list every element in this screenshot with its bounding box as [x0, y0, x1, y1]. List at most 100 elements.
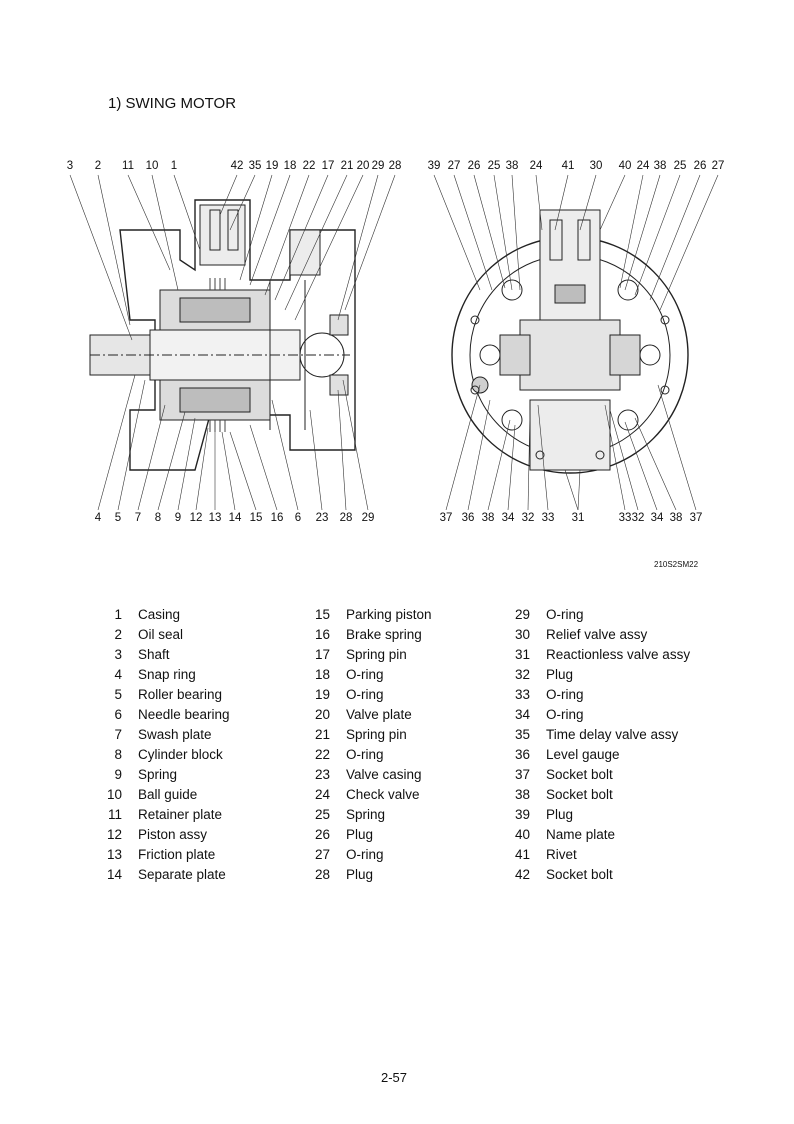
- part-number: 13: [106, 847, 122, 862]
- part-name: Name plate: [546, 827, 616, 842]
- part-number: 9: [114, 767, 122, 782]
- part-name: Plug: [546, 667, 574, 682]
- part-number: 33: [514, 687, 530, 702]
- callout-number: 11: [122, 160, 134, 172]
- part-number: 5: [114, 687, 122, 702]
- part-row: 15 Parking piston: [304, 605, 432, 625]
- part-name: Spring: [138, 767, 178, 782]
- part-name: O-ring: [546, 687, 584, 702]
- part-number: 21: [314, 727, 330, 742]
- part-name: Brake spring: [346, 627, 422, 642]
- callout-number: 6: [294, 512, 302, 524]
- part-number: 32: [514, 667, 530, 682]
- part-number: 8: [114, 747, 122, 762]
- part-number: 7: [114, 727, 122, 742]
- part-number: 15: [314, 607, 330, 622]
- part-number: 28: [314, 867, 330, 882]
- part-name: Socket bolt: [546, 867, 613, 882]
- part-number: 22: [314, 747, 330, 762]
- part-row: 5 Roller bearing: [96, 685, 230, 705]
- callout-number: 7: [134, 512, 142, 524]
- part-number: 24: [314, 787, 330, 802]
- callout-number: 24: [636, 160, 650, 172]
- callout-number: 20: [356, 160, 370, 172]
- callout-number: 38: [481, 512, 495, 524]
- callout-number: 31: [571, 512, 585, 524]
- callout-number: 21: [340, 160, 354, 172]
- part-name: Casing: [138, 607, 181, 622]
- part-name: Oil seal: [138, 627, 184, 642]
- part-row: 32 Plug: [504, 665, 690, 685]
- part-name: Swash plate: [138, 727, 212, 742]
- callout-number: 26: [467, 160, 481, 172]
- part-number: 23: [314, 767, 330, 782]
- callout-number: 42: [230, 160, 244, 172]
- part-number: 26: [314, 827, 330, 842]
- callout-number: 38: [653, 160, 667, 172]
- part-name: Valve casing: [346, 767, 422, 782]
- callout-number: 38: [669, 512, 683, 524]
- leader-lines-right: [433, 174, 719, 510]
- callout-number: 41: [561, 160, 575, 172]
- part-name: Needle bearing: [138, 707, 230, 722]
- callout-number: 9: [174, 512, 182, 524]
- part-row: 39 Plug: [504, 805, 690, 825]
- part-number: 38: [514, 787, 530, 802]
- callout-number: 25: [673, 160, 687, 172]
- leader-lines-left: [69, 174, 396, 510]
- callout-number: 28: [388, 160, 402, 172]
- part-name: Time delay valve assy: [546, 727, 679, 742]
- callout-number: 2: [94, 160, 102, 172]
- part-number: 1: [114, 607, 122, 622]
- callout-number: 33: [618, 512, 632, 524]
- front-view: [451, 209, 689, 474]
- part-name: O-ring: [346, 847, 384, 862]
- section-title: 1) SWING MOTOR: [108, 95, 237, 112]
- part-name: Parking piston: [346, 607, 432, 622]
- part-name: O-ring: [346, 747, 384, 762]
- part-name: Valve plate: [346, 707, 412, 722]
- part-number: 4: [114, 667, 122, 682]
- part-name: O-ring: [546, 707, 584, 722]
- part-number: 39: [514, 807, 530, 822]
- part-row: 22 O-ring: [304, 745, 432, 765]
- part-number: 3: [114, 647, 122, 662]
- part-row: 25 Spring: [304, 805, 432, 825]
- callout-number: 27: [447, 160, 461, 172]
- part-number: 25: [314, 807, 330, 822]
- part-name: Spring: [346, 807, 386, 822]
- part-name: Spring pin: [346, 647, 407, 662]
- part-name: Retainer plate: [138, 807, 223, 822]
- part-name: Cylinder block: [138, 747, 223, 762]
- part-row: 8 Cylinder block: [96, 745, 230, 765]
- part-name: O-ring: [546, 607, 584, 622]
- callout-number: 18: [283, 160, 297, 172]
- part-number: 6: [114, 707, 122, 722]
- part-name: Roller bearing: [138, 687, 223, 702]
- callout-number: 17: [321, 160, 335, 172]
- part-row: 1 Casing: [96, 605, 230, 625]
- part-number: 31: [514, 647, 530, 662]
- part-number: 14: [106, 867, 122, 882]
- part-name: Plug: [546, 807, 574, 822]
- callout-number: 35: [248, 160, 262, 172]
- callout-number: 4: [94, 512, 102, 524]
- callout-number: 15: [249, 512, 263, 524]
- callout-number: 33: [541, 512, 555, 524]
- callout-number: 25: [487, 160, 501, 172]
